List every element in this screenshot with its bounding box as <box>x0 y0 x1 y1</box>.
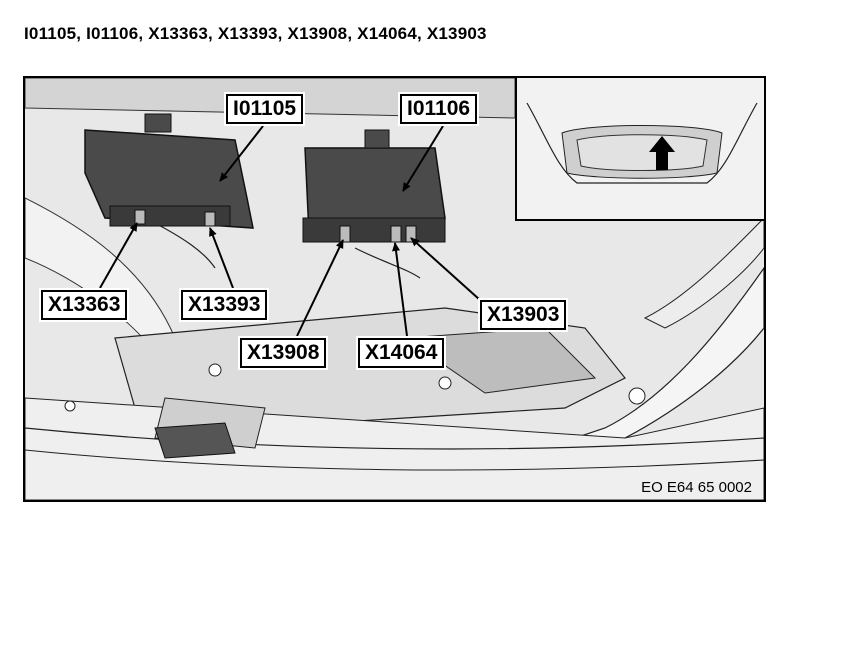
callout-i01106: I01106 <box>400 94 478 124</box>
connector-x13903 <box>405 225 417 243</box>
right-upper-edge <box>643 217 764 329</box>
inset-lid-outline <box>526 102 758 184</box>
inset-view <box>515 78 764 221</box>
bolt-hole <box>64 400 76 412</box>
connector-x13908 <box>339 225 351 243</box>
diagram-heading: I01105, I01106, X13363, X13393, X13908, … <box>24 24 487 43</box>
leader-x13363 <box>99 222 138 289</box>
module-i01106-tab <box>364 129 390 149</box>
leader-x13393 <box>209 227 234 289</box>
leader-i01105 <box>219 125 264 182</box>
leader-i01106 <box>402 125 444 192</box>
callout-x13393: X13393 <box>181 290 268 320</box>
connector-x13363 <box>134 209 146 225</box>
connector-x13393 <box>204 211 216 227</box>
callout-x13908: X13908 <box>240 338 327 368</box>
lower-frame-line <box>25 427 764 450</box>
leader-x13903 <box>410 237 481 301</box>
latch-body <box>154 422 236 459</box>
callout-x13363: X13363 <box>41 290 128 320</box>
bolt-hole <box>438 376 452 390</box>
module-i01106-connectors <box>302 217 446 243</box>
tray-recess <box>403 327 597 394</box>
callout-x14064: X14064 <box>358 338 445 368</box>
inset-lid-inner <box>576 134 708 171</box>
callout-i01105: I01105 <box>226 94 304 124</box>
leader-x14064 <box>392 242 408 337</box>
module-i01105 <box>84 129 254 229</box>
inset-illustration <box>517 78 764 219</box>
leader-x13908 <box>296 239 344 337</box>
bolt-hole <box>208 363 222 377</box>
up-arrow-icon <box>649 136 675 170</box>
reference-code: EO E64 65 0002 <box>641 479 752 496</box>
callout-x13903: X13903 <box>480 300 567 330</box>
bolt-hole <box>628 387 646 405</box>
diagram-figure: I01105 I01106 X13363 X13393 X13903 X1390… <box>23 76 766 502</box>
lower-frame-line-2 <box>25 449 764 471</box>
connector-x14064 <box>390 225 402 243</box>
wire <box>354 247 421 279</box>
module-i01105-tab <box>144 113 172 133</box>
